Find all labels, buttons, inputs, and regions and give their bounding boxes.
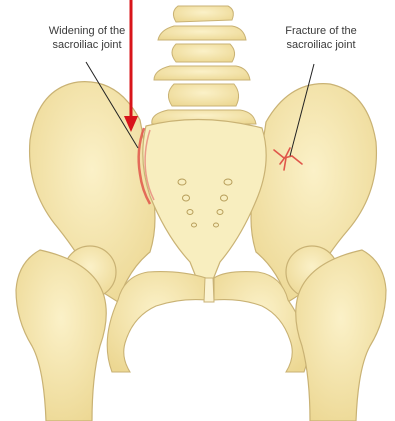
sacrum [143,119,266,282]
left-femur [16,246,116,421]
right-femur [286,246,386,421]
fracture-label-line1: Fracture of the [256,24,386,38]
lumbar-vertebrae [152,6,256,124]
fracture-label: Fracture of the sacroiliac joint [256,24,386,52]
widening-label: Widening of the sacroiliac joint [22,24,152,52]
widening-label-line1: Widening of the [22,24,152,38]
pubic-symphysis [204,278,214,302]
fracture-label-line2: sacroiliac joint [256,38,386,52]
widening-label-line2: sacroiliac joint [22,38,152,52]
